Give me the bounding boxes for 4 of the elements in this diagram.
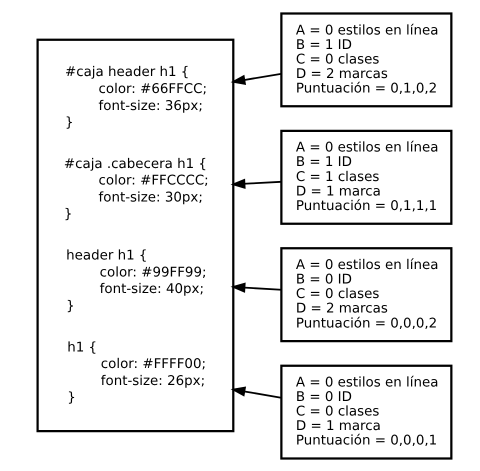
node-text: header h1 { color: #99FF99; font-size: 40px; } [66,248,207,314]
node-text: #caja header h1 { color: #66FFCC; font-size: 36px; } [65,64,208,130]
node-text: #caja .cabecera h1 { color: #FFCCCC; font-size: 30px; } [64,156,209,222]
node-text: h1 { color: #FFFF00; font-size: 26px; } [67,340,206,406]
